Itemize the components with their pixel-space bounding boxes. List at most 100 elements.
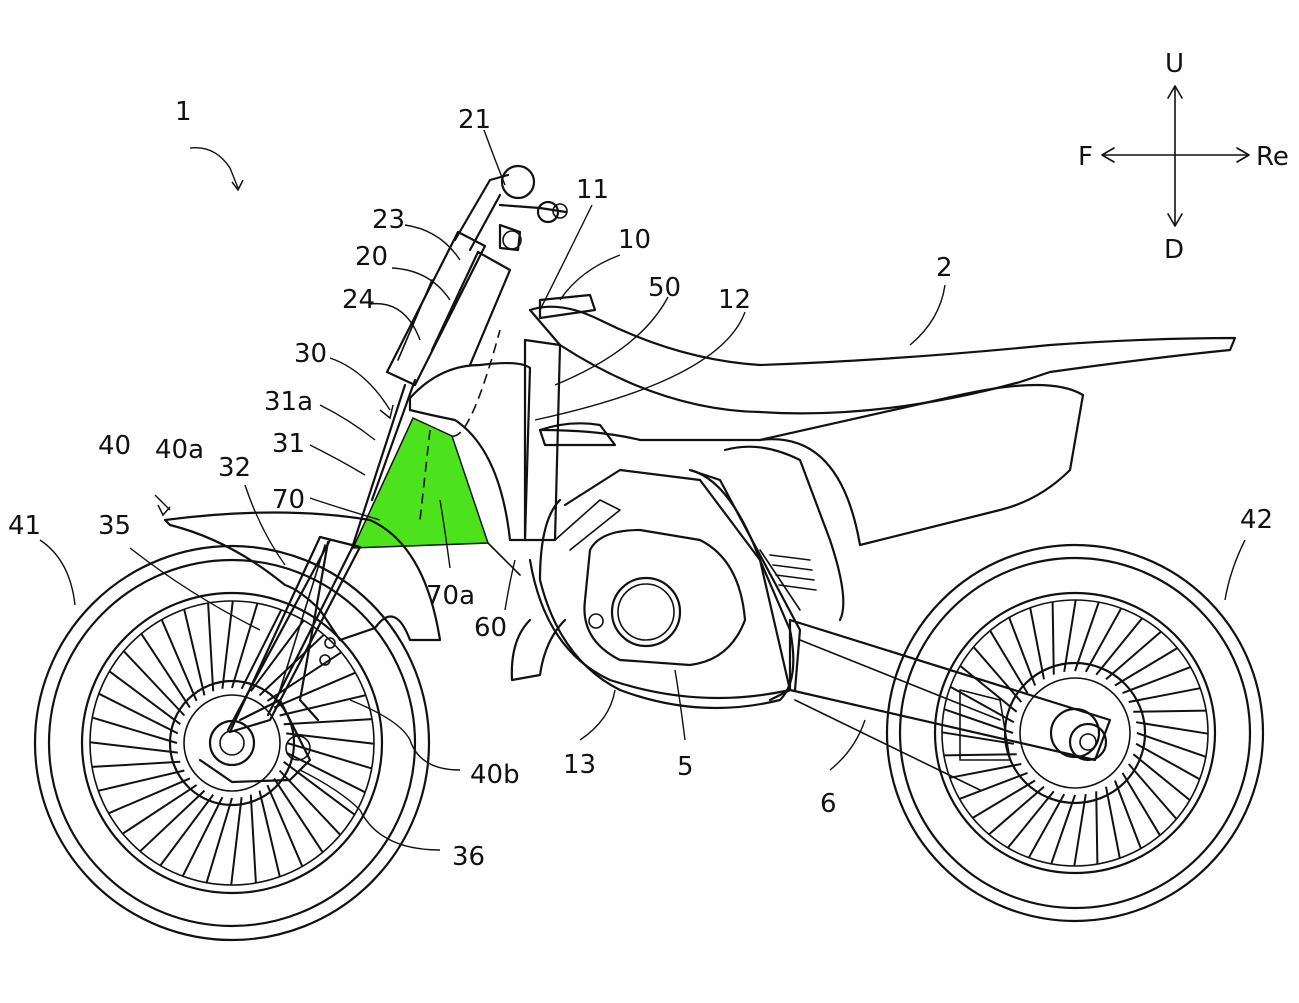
wheel-spoke bbox=[207, 602, 215, 692]
wheel-spoke bbox=[1122, 666, 1191, 695]
ref-label-24: 24 bbox=[342, 285, 375, 315]
wheel-spoke bbox=[1133, 709, 1207, 713]
wheel-spoke bbox=[139, 789, 206, 853]
ref-label-11: 11 bbox=[576, 175, 609, 205]
wheel-spoke bbox=[1121, 772, 1161, 836]
ref-label-35: 35 bbox=[98, 511, 131, 541]
wheel-spoke bbox=[140, 633, 191, 709]
wheel-spoke bbox=[1128, 687, 1201, 703]
wheel-spoke bbox=[258, 633, 325, 697]
rear-suspension bbox=[723, 445, 845, 622]
ref-label-40a: 40a bbox=[155, 435, 204, 465]
wheel-spoke bbox=[972, 646, 1023, 703]
wheel-spoke bbox=[989, 630, 1029, 694]
label-30-arrow bbox=[379, 404, 394, 420]
wheel-spoke bbox=[91, 760, 181, 768]
direction-rear-label: Re bbox=[1256, 142, 1289, 172]
rear-wheel-spokes bbox=[941, 599, 1209, 867]
wheel-spoke bbox=[283, 760, 356, 816]
wheel-spoke bbox=[1127, 763, 1178, 820]
front-wheel-spokes bbox=[89, 600, 375, 886]
wheel-spoke bbox=[1073, 793, 1087, 867]
wheel-spoke bbox=[249, 619, 305, 692]
wheel-spoke bbox=[283, 718, 373, 726]
ref-label-31a: 31a bbox=[264, 387, 313, 417]
ref-label-2: 2 bbox=[936, 253, 953, 283]
wheel-spoke bbox=[1051, 601, 1055, 675]
direction-front-label: F bbox=[1078, 142, 1093, 172]
front-fork bbox=[198, 535, 362, 784]
wheel-spoke bbox=[221, 600, 234, 689]
wheel-spoke bbox=[1113, 780, 1142, 849]
wheel-spoke bbox=[273, 777, 324, 853]
wheel-spoke bbox=[159, 794, 215, 867]
wheel-spoke bbox=[231, 603, 259, 689]
ref-label-31: 31 bbox=[272, 429, 305, 459]
ref-label-60: 60 bbox=[474, 613, 507, 643]
seat-and-body bbox=[528, 293, 1237, 547]
wheel-spoke bbox=[1132, 753, 1191, 801]
wheel-spoke bbox=[98, 769, 185, 792]
wheel-spoke bbox=[1027, 793, 1066, 859]
wheel-spoke bbox=[286, 742, 372, 770]
direction-up-label: U bbox=[1165, 49, 1184, 79]
ref-label-70a: 70a bbox=[426, 581, 475, 611]
wheel-spoke bbox=[959, 771, 1028, 800]
ref-label-36: 36 bbox=[452, 842, 485, 872]
wheel-spoke bbox=[943, 753, 1017, 757]
wheel-spoke bbox=[278, 769, 342, 836]
ref-label-23: 23 bbox=[372, 205, 405, 235]
ref-label-5: 5 bbox=[677, 752, 694, 782]
wheel-spoke bbox=[160, 619, 198, 702]
wheel-spoke bbox=[1136, 732, 1207, 758]
front-fender bbox=[163, 511, 442, 642]
wheel-spoke bbox=[273, 671, 356, 709]
wheel-spoke bbox=[1105, 630, 1162, 681]
rear-wheel bbox=[885, 543, 1265, 923]
wheel-spoke bbox=[959, 665, 1018, 713]
wheel-spoke bbox=[240, 609, 283, 690]
swingarm bbox=[788, 618, 1112, 791]
wheel-spoke bbox=[230, 797, 243, 886]
frame-and-engine bbox=[510, 468, 802, 710]
wheel-spoke bbox=[89, 741, 178, 754]
leader-lines bbox=[39, 129, 1246, 851]
wheel-spoke bbox=[1084, 607, 1123, 673]
ref-label-1: 1 bbox=[175, 97, 192, 127]
ref-label-32: 32 bbox=[218, 453, 251, 483]
wheel-spoke bbox=[286, 732, 375, 745]
wheel-spoke bbox=[972, 779, 1036, 819]
reference-numerals: 1 21 11 10 23 20 50 12 2 24 30 31a 31 40… bbox=[8, 97, 1273, 872]
ref-label-42: 42 bbox=[1240, 505, 1273, 535]
wheel-spoke bbox=[941, 731, 1015, 745]
wheel-spoke bbox=[1095, 617, 1143, 676]
ref-label-40: 40 bbox=[98, 431, 131, 461]
wheel-spoke bbox=[1095, 791, 1099, 865]
label-1-arrow bbox=[231, 179, 244, 192]
ref-label-50: 50 bbox=[648, 273, 681, 303]
wheel-spoke bbox=[1074, 601, 1100, 672]
wheel-spoke bbox=[181, 796, 224, 877]
wheel-spoke bbox=[943, 708, 1014, 734]
front-wheel bbox=[33, 544, 431, 942]
wheel-spoke bbox=[122, 650, 186, 717]
wheel-spoke bbox=[249, 794, 257, 884]
wheel-spoke bbox=[279, 694, 366, 717]
ref-label-12: 12 bbox=[718, 285, 751, 315]
wheel-spoke bbox=[92, 716, 178, 744]
wheel-spoke bbox=[1135, 721, 1209, 735]
wheel-spoke bbox=[1105, 786, 1121, 859]
wheel-spoke bbox=[258, 790, 281, 877]
wheel-spoke bbox=[949, 763, 1022, 779]
wheel-spoke bbox=[1008, 617, 1037, 686]
wheel-spoke bbox=[988, 785, 1045, 836]
ref-label-30: 30 bbox=[294, 339, 327, 369]
wheel-spoke bbox=[1135, 742, 1201, 781]
steering-assembly bbox=[350, 164, 568, 550]
ref-label-40b: 40b bbox=[470, 760, 520, 790]
wheel-spoke bbox=[1050, 794, 1076, 865]
ref-label-41: 41 bbox=[8, 511, 41, 541]
wheel-spoke bbox=[1029, 607, 1045, 680]
ref-label-20: 20 bbox=[355, 242, 388, 272]
